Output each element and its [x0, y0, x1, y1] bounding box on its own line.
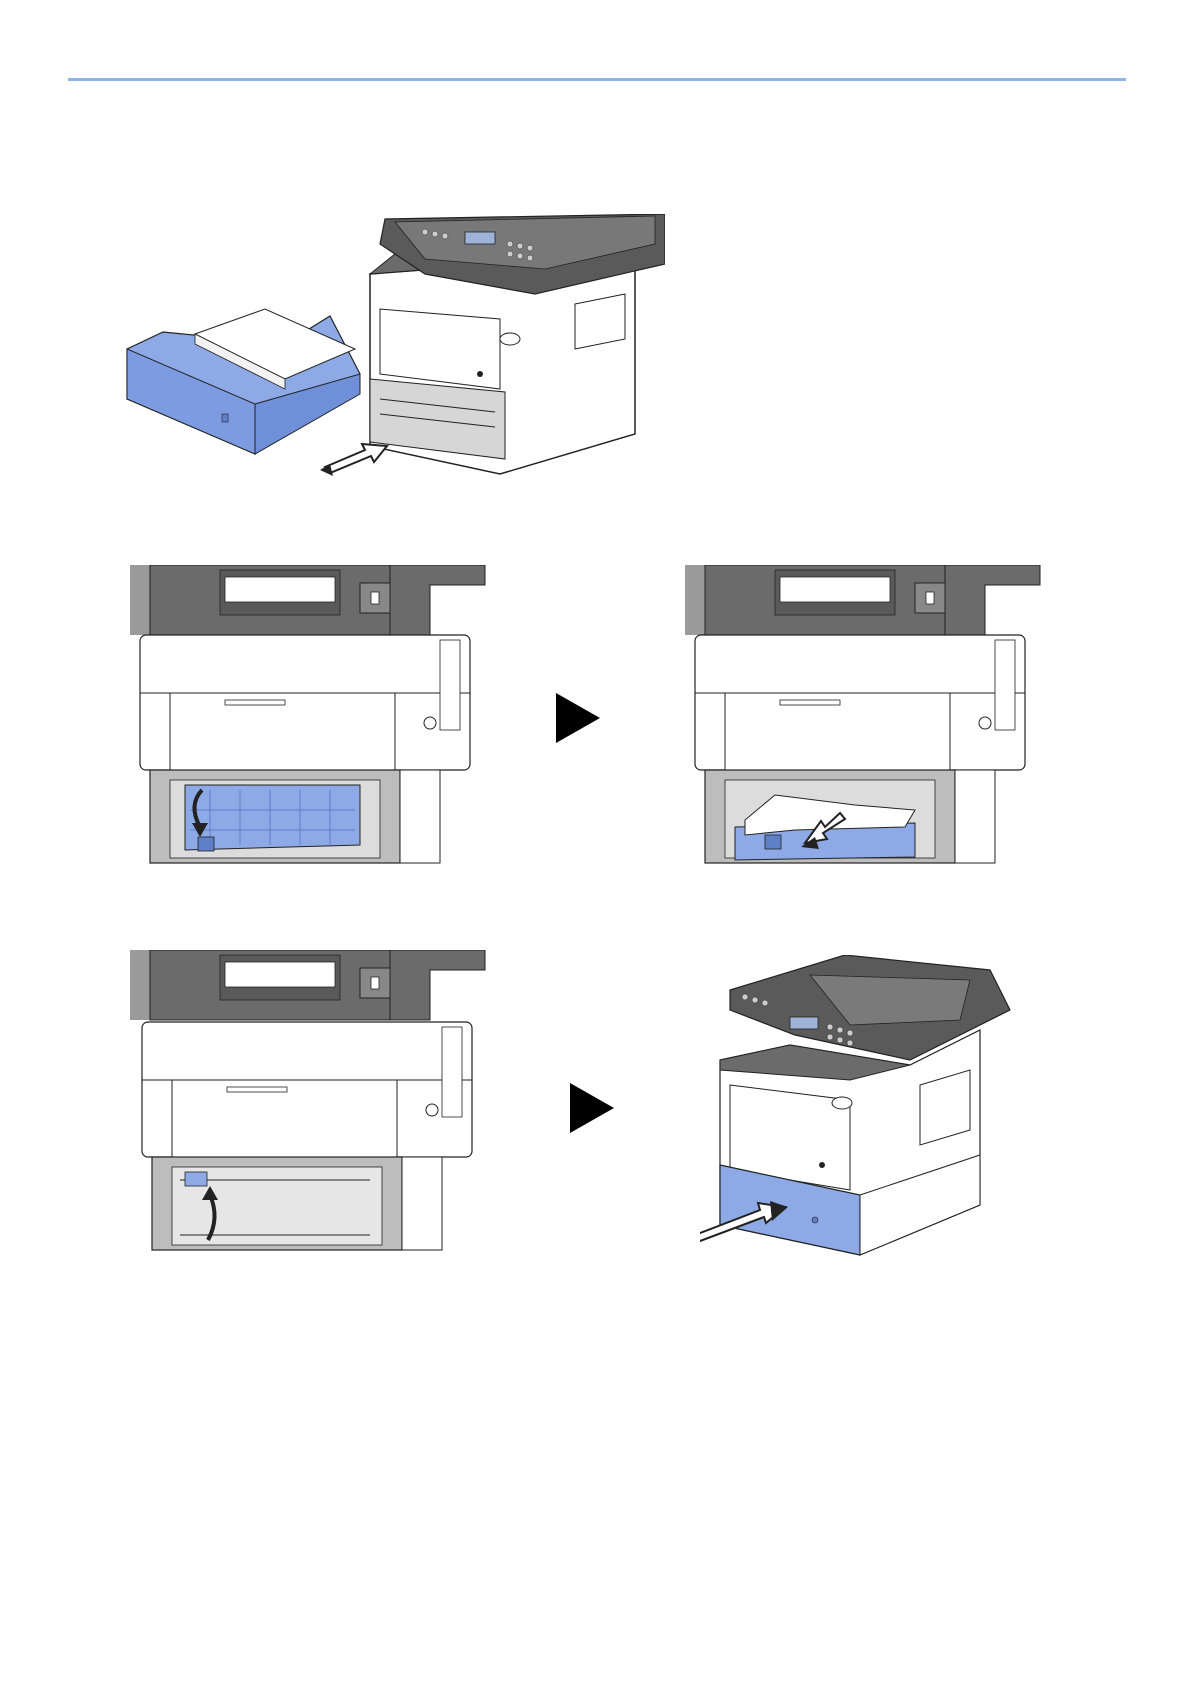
figure-insert-cassette: [700, 955, 1020, 1265]
play-triangle-icon: [570, 1083, 614, 1133]
printer-cassette-push-arrow-icon: [700, 955, 1020, 1265]
header-rule: [68, 78, 1126, 81]
step-arrow: [570, 1083, 614, 1133]
step-arrow: [556, 693, 600, 743]
figure-open-jam-cover: [130, 565, 490, 868]
printer-with-cassette-pulled-out-icon: [125, 214, 665, 494]
figure-remove-cassette: [125, 214, 665, 494]
figure-close-jam-cover: [130, 950, 492, 1255]
play-triangle-icon: [556, 693, 600, 743]
printer-inner-cover-up-arrow-icon: [130, 950, 492, 1255]
printer-jammed-paper-pull-arrow-icon: [685, 565, 1045, 868]
figure-remove-jammed-paper: [685, 565, 1045, 868]
printer-inner-cover-down-arrow-icon: [130, 565, 490, 868]
